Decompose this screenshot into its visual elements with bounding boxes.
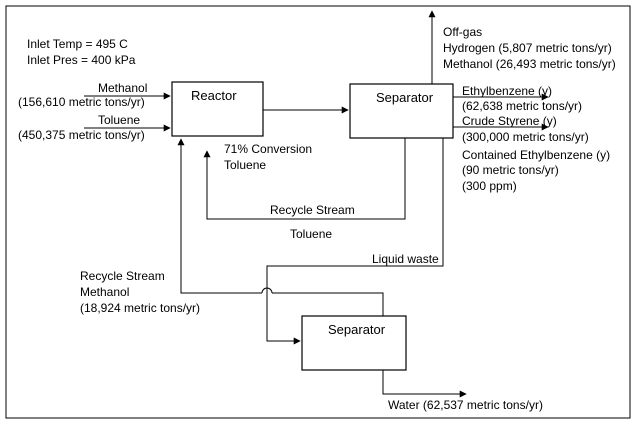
contained-ethylbenzene-ppm: (300 ppm) — [462, 179, 517, 193]
methanol-recycle-line — [177, 138, 262, 294]
styrene-rate: (300,000 metric tons/yr) — [462, 130, 589, 144]
methanol-recycle-rate: (18,924 metric tons/yr) — [80, 301, 200, 315]
separator-water-box — [301, 315, 407, 371]
offgas-title: Off-gas — [443, 25, 482, 39]
feed-toluene-rate: (450,375 metric tons/yr) — [18, 128, 145, 142]
reactor-box — [171, 81, 264, 137]
separator-main-label: Separator — [376, 90, 434, 105]
separator-main-box — [349, 83, 454, 139]
separator-water-label: Separator — [328, 322, 386, 337]
offgas-methanol: Methanol (26,493 metric tons/yr) — [443, 57, 616, 71]
diagram-frame — [5, 5, 631, 419]
conversion-species: Toluene — [224, 158, 266, 172]
methanol-recycle-label: Recycle Stream — [80, 269, 165, 283]
feed-toluene-label: Toluene — [98, 113, 140, 127]
feed-methanol-label: Methanol — [98, 81, 147, 95]
toluene-recycle-species: Toluene — [290, 227, 332, 241]
styrene-label: Crude Styrene (y) — [462, 114, 557, 128]
inlet-pres-label: Inlet Pres = 400 kPa — [27, 53, 136, 67]
toluene-recycle-line — [203, 138, 406, 220]
contained-ethylbenzene-rate: (90 metric tons/yr) — [462, 163, 559, 177]
conversion-label: 71% Conversion — [224, 142, 312, 156]
water-outlet-label: Water (62,537 metric tons/yr) — [388, 398, 543, 412]
liquid-waste-line — [266, 138, 444, 345]
ethylbenzene-label: Ethylbenzene (y) — [462, 84, 552, 98]
reactor-label: Reactor — [191, 88, 237, 103]
contained-ethylbenzene-label: Contained Ethylbenzene (y) — [462, 148, 610, 162]
feed-methanol-rate: (156,610 metric tons/yr) — [18, 95, 145, 109]
toluene-recycle-label: Recycle Stream — [270, 203, 355, 217]
offgas-hydrogen: Hydrogen (5,807 metric tons/yr) — [443, 41, 612, 55]
water-outlet-arrow — [382, 370, 467, 398]
inlet-temp-label: Inlet Temp = 495 C — [27, 37, 128, 51]
methanol-recycle-crossover — [261, 287, 273, 294]
methanol-recycle-species: Methanol — [80, 285, 129, 299]
liquid-waste-label: Liquid waste — [372, 252, 439, 266]
ethylbenzene-rate: (62,638 metric tons/yr) — [462, 99, 582, 113]
